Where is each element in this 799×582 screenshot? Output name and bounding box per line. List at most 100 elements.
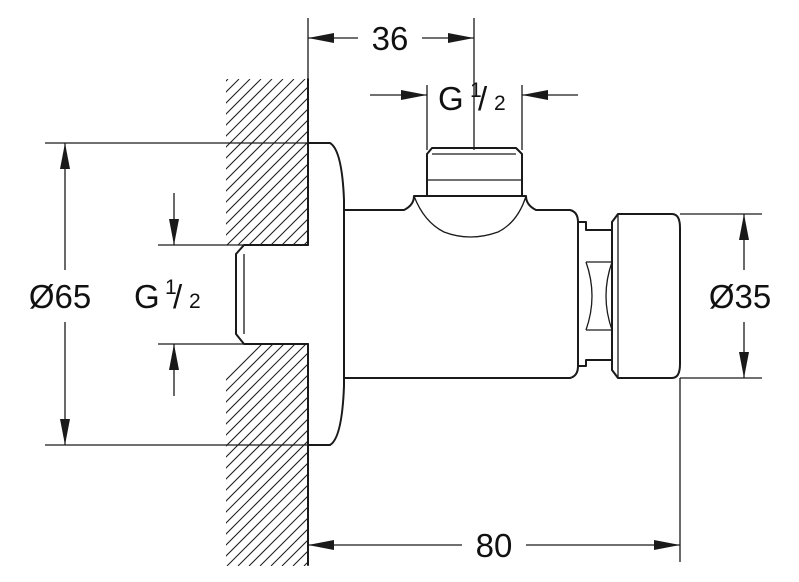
hatch-line — [248, 185, 308, 245]
hatch-line — [623, 79, 789, 245]
hatch-line — [733, 344, 799, 566]
hatch-line — [226, 344, 307, 425]
hatch-line — [722, 79, 799, 245]
hatch-line — [491, 79, 657, 245]
arrowhead-65-top — [60, 143, 70, 169]
hatch-line — [601, 79, 767, 245]
hatch-line — [226, 79, 295, 148]
svg-text:/: / — [478, 80, 488, 117]
svg-text:2: 2 — [494, 92, 506, 115]
hatch-line — [226, 79, 273, 126]
hatch-line — [579, 344, 799, 566]
hatch-line — [226, 163, 308, 245]
hatch-line — [634, 79, 799, 245]
hatch-line — [270, 207, 308, 245]
hatch-line — [281, 218, 308, 245]
svg-text:/: / — [173, 278, 183, 315]
hatch-line — [678, 344, 799, 566]
arrowhead-35-top — [739, 214, 749, 240]
hatch-line — [226, 344, 274, 392]
dim-label-65: Ø65 — [29, 278, 91, 315]
hatch-line — [722, 344, 799, 566]
hatch-line — [226, 363, 308, 447]
hatch-line — [645, 79, 799, 245]
hatch-line — [259, 196, 308, 245]
hex-nut — [577, 221, 613, 367]
hatch-line — [557, 79, 723, 245]
svg-text:G: G — [134, 278, 160, 315]
hatch-line — [667, 79, 799, 245]
svg-text:1: 1 — [165, 276, 177, 299]
hatch-line — [348, 79, 514, 245]
hatch-line — [226, 79, 306, 159]
hatch-line — [568, 344, 790, 566]
arrowhead-65-bottom — [60, 419, 70, 445]
hatch-line — [226, 385, 308, 469]
inlet-thread-stub — [235, 244, 309, 345]
hatch-line — [700, 344, 799, 566]
dim-label-35: Ø35 — [709, 278, 771, 315]
hatch-line — [226, 119, 308, 203]
hatch-line — [226, 152, 308, 236]
hatch-line — [579, 79, 745, 245]
hatch-line — [292, 229, 308, 245]
hatch-line — [237, 174, 308, 245]
hatch-line — [226, 462, 308, 546]
hatch-line — [568, 79, 734, 245]
hatch-line — [248, 506, 308, 566]
hatch-line — [226, 344, 285, 403]
arrowhead-35-bottom — [739, 352, 749, 378]
hatch-line — [226, 108, 308, 192]
hatch-line — [667, 344, 799, 566]
hatch-line — [226, 352, 308, 436]
svg-text:1: 1 — [470, 79, 482, 102]
hatch-line — [524, 79, 690, 245]
hatch-line — [226, 440, 308, 524]
hatch-line — [226, 484, 308, 566]
arrowhead-top-thread-right — [522, 90, 548, 100]
hatch-line — [546, 79, 712, 245]
nut-facet-curve-2 — [605, 261, 613, 331]
wall-hatching-bottom — [226, 344, 799, 566]
hatch-line — [237, 495, 308, 566]
hatch-line — [226, 130, 308, 214]
hatch-line — [392, 79, 558, 245]
hatch-line — [226, 79, 262, 115]
left-thread-label: G 1 / 2 — [134, 276, 201, 315]
hatch-line — [700, 79, 799, 245]
hatch-line — [612, 79, 778, 245]
hatch-line — [226, 79, 284, 137]
hatch-line — [447, 79, 613, 245]
hatch-line — [656, 79, 799, 245]
rosette-flange — [307, 142, 345, 446]
hatch-line — [226, 407, 308, 491]
arrowhead-36-right — [448, 33, 474, 43]
hatch-line — [226, 429, 308, 513]
hatch-line — [226, 79, 229, 82]
hatch-line — [678, 79, 799, 245]
hatch-line — [51, 79, 217, 245]
valve-body-saddle — [413, 195, 527, 238]
top-thread-label: G 1 / 2 — [438, 79, 506, 117]
hatch-line — [226, 418, 308, 502]
hatch-line — [226, 86, 308, 170]
hatch-line — [226, 451, 308, 535]
outlet-thread-top — [426, 147, 523, 197]
nut-facet-curve-1 — [585, 261, 593, 331]
push-button-cap — [611, 213, 681, 379]
hatch-line — [711, 79, 799, 245]
hatch-line — [711, 344, 799, 566]
hatch-line — [513, 79, 679, 245]
arrowhead-80-left — [308, 540, 334, 550]
hatch-line — [226, 79, 240, 93]
hatch-line — [259, 517, 308, 566]
hatch-line — [226, 141, 308, 225]
hatch-line — [226, 396, 308, 480]
hatch-line — [326, 79, 492, 245]
hatch-line — [226, 374, 308, 458]
hatch-line — [502, 79, 668, 245]
dim-label-36: 36 — [372, 20, 409, 57]
hatch-line — [226, 97, 308, 181]
dim-label-80: 80 — [476, 527, 513, 564]
